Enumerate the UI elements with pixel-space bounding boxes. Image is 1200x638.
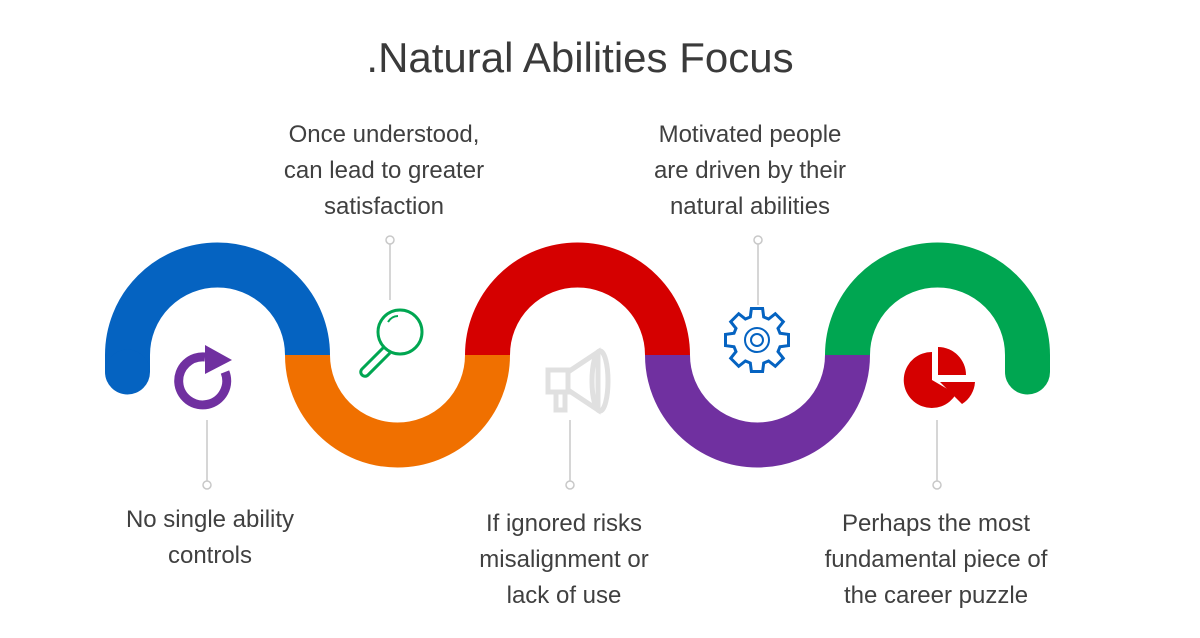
caption-top-2: Motivated people are driven by their nat…: [600, 117, 900, 225]
caption-bottom-2: If ignored risks misalignment or lack of…: [414, 506, 714, 614]
magnifier-icon: [359, 308, 424, 378]
caption-line: Once understood,: [288, 121, 480, 148]
blue-arch: [105, 242, 330, 372]
caption-line: misalignment or: [479, 546, 649, 573]
caption-bottom-3: Perhaps the most fundamental piece of th…: [786, 506, 1086, 614]
caption-line: fundamental piece of: [824, 546, 1048, 573]
gear-icon: [724, 307, 790, 373]
orange-u: [285, 354, 510, 468]
caption-line: the career puzzle: [843, 582, 1029, 609]
refresh-icon: [174, 345, 232, 410]
caption-bottom-1: No single ability controls: [60, 502, 360, 574]
green-arch: [825, 242, 1050, 372]
caption-line: lack of use: [506, 582, 622, 609]
caption-line: No single ability: [125, 506, 295, 533]
red-arch: [465, 242, 690, 356]
caption-line: can lead to greater: [283, 157, 485, 184]
pins: [202, 235, 942, 490]
caption-top-1: Once understood, can lead to greater sat…: [234, 117, 534, 225]
megaphone-icon: [545, 347, 611, 415]
caption-line: satisfaction: [323, 193, 445, 220]
caption-line: controls: [167, 542, 253, 569]
page-title: .Natural Abilities Focus: [366, 34, 794, 81]
caption-line: Motivated people: [658, 121, 842, 148]
purple-u: [645, 354, 870, 468]
pie-chart-icon: [903, 347, 975, 408]
caption-line: are driven by their: [653, 157, 847, 184]
caption-line: Perhaps the most: [841, 510, 1031, 537]
caption-line: If ignored risks: [485, 510, 643, 537]
caption-line: natural abilities: [669, 193, 831, 220]
